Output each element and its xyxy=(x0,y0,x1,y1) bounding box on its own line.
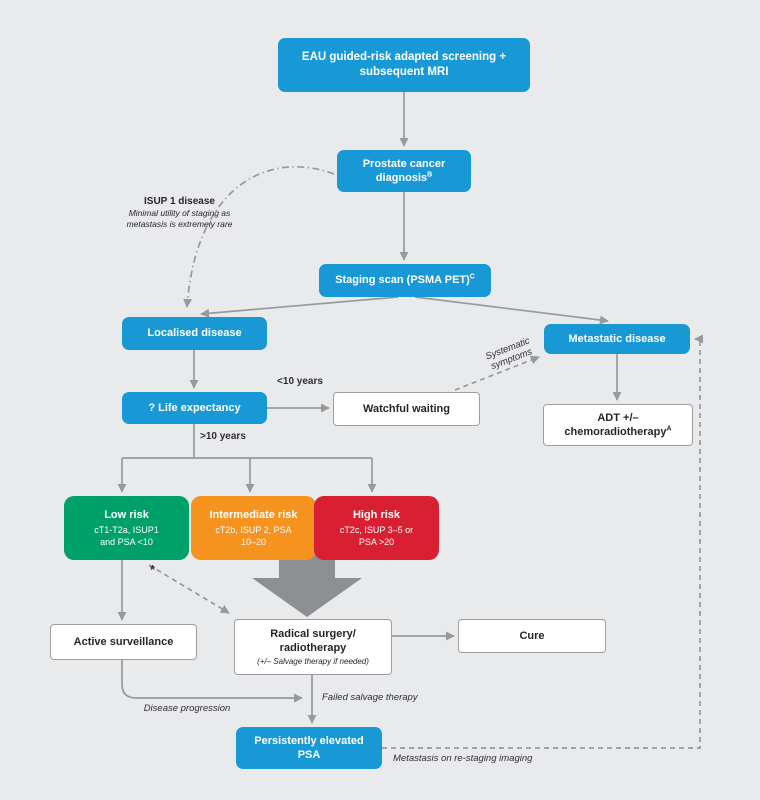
footnote-marker: C xyxy=(469,273,475,281)
node-label: ? Life expectancy xyxy=(148,401,241,414)
node-label: PSA xyxy=(297,749,321,761)
edge-label-metastasis-restaging: Metastasis on re-staging imaging xyxy=(393,753,533,764)
node-label: Persistently elevated xyxy=(254,734,364,747)
node-label: Metastatic disease xyxy=(568,332,666,345)
node-localised-disease: Localised disease xyxy=(122,317,267,350)
node-low-risk: Low risk cT1-T2a, ISUP1 and PSA <10 xyxy=(64,496,189,560)
isup1-annotation-body: Minimal utility of staging as metastasis… xyxy=(126,208,233,229)
risk-title: Intermediate risk xyxy=(209,508,298,521)
isup1-annotation: ISUP 1 disease Minimal utility of stagin… xyxy=(92,196,267,229)
risk-title: Low risk xyxy=(104,508,149,521)
edge-label-asterisk: * xyxy=(150,562,156,577)
node-active-surveillance: Active surveillance xyxy=(50,624,197,660)
node-persistently-elevated-psa: Persistently elevated PSA xyxy=(236,727,382,769)
node-label: radiotherapy xyxy=(279,641,347,654)
node-screening: EAU guided-risk adapted screening + subs… xyxy=(278,38,530,92)
edge-label-failed-salvage-therapy: Failed salvage therapy xyxy=(322,692,418,703)
node-radical-surgery-radiotherapy: Radical surgery/ radiotherapy (+/– Salva… xyxy=(234,619,392,675)
risk-criteria: cT2b, ISUP 2, PSA 10–20 xyxy=(215,524,291,548)
edge-label-disease-progression: Disease progression xyxy=(143,703,231,714)
salvage-note: (+/– Salvage therapy if needed) xyxy=(257,657,369,667)
risk-criteria-line: 10–20 xyxy=(240,537,267,548)
big-arrow-to-radical xyxy=(252,554,362,617)
isup1-annotation-title: ISUP 1 disease xyxy=(144,196,215,207)
node-label-text: diagnosis xyxy=(375,172,428,184)
node-label: EAU guided-risk adapted screening + xyxy=(301,51,507,64)
risk-title: High risk xyxy=(352,508,401,521)
node-intermediate-risk: Intermediate risk cT2b, ISUP 2, PSA 10–2… xyxy=(191,496,316,560)
risk-criteria-line: cT1-T2a, ISUP1 xyxy=(94,525,159,535)
node-staging-scan: Staging scan (PSMA PET)C xyxy=(319,264,491,297)
footnote-marker: A xyxy=(666,425,672,433)
node-label: ADT +/– xyxy=(597,411,639,424)
node-label: Cure xyxy=(519,629,545,642)
risk-criteria-line: PSA >20 xyxy=(358,537,395,548)
node-cure: Cure xyxy=(458,619,606,653)
edge-staging-to-localised xyxy=(200,296,399,318)
node-label: diagnosisB xyxy=(376,171,432,185)
node-adt-chemoradiotherapy: ADT +/– chemoradiotherapyA xyxy=(543,404,693,446)
edge-asterisk-to-radical xyxy=(148,564,230,614)
node-label: Prostate cancer xyxy=(362,157,446,170)
edge-isup1-bypass xyxy=(183,166,335,308)
risk-criteria-line: cT2c, ISUP 3–5 or xyxy=(339,525,414,535)
node-label: Active surveillance xyxy=(73,635,174,648)
risk-criteria: cT1-T2a, ISUP1 and PSA <10 xyxy=(94,524,159,548)
node-label: subsequent MRI xyxy=(359,66,449,78)
node-label-text: Staging scan (PSMA PET) xyxy=(335,274,470,287)
edge-label-over-10-years: >10 years xyxy=(200,431,246,442)
edge-staging-to-metastatic xyxy=(414,296,609,325)
edge-label-under-10-years: <10 years xyxy=(277,376,323,387)
risk-criteria: cT2c, ISUP 3–5 or PSA >20 xyxy=(340,524,413,548)
node-label: Radical surgery/ xyxy=(270,627,356,640)
node-label: Watchful waiting xyxy=(363,402,450,415)
node-prostate-diagnosis: Prostate cancer diagnosisB xyxy=(337,150,471,192)
edge-label-systematic-symptoms: Systematic symptoms xyxy=(467,330,553,380)
node-life-expectancy: ? Life expectancy xyxy=(122,392,267,424)
risk-criteria-line: cT2b, ISUP 2, PSA xyxy=(215,525,292,535)
node-watchful-waiting: Watchful waiting xyxy=(333,392,480,426)
node-label: Localised disease xyxy=(147,327,242,340)
node-label-text: chemoradiotherapy xyxy=(564,426,667,438)
node-label: chemoradiotherapyA xyxy=(564,425,671,439)
node-high-risk: High risk cT2c, ISUP 3–5 or PSA >20 xyxy=(314,496,439,560)
node-metastatic-disease: Metastatic disease xyxy=(544,324,690,354)
risk-criteria-line: and PSA <10 xyxy=(100,537,153,548)
node-label: Staging scan (PSMA PET)C xyxy=(335,273,475,287)
footnote-marker: B xyxy=(427,171,433,179)
